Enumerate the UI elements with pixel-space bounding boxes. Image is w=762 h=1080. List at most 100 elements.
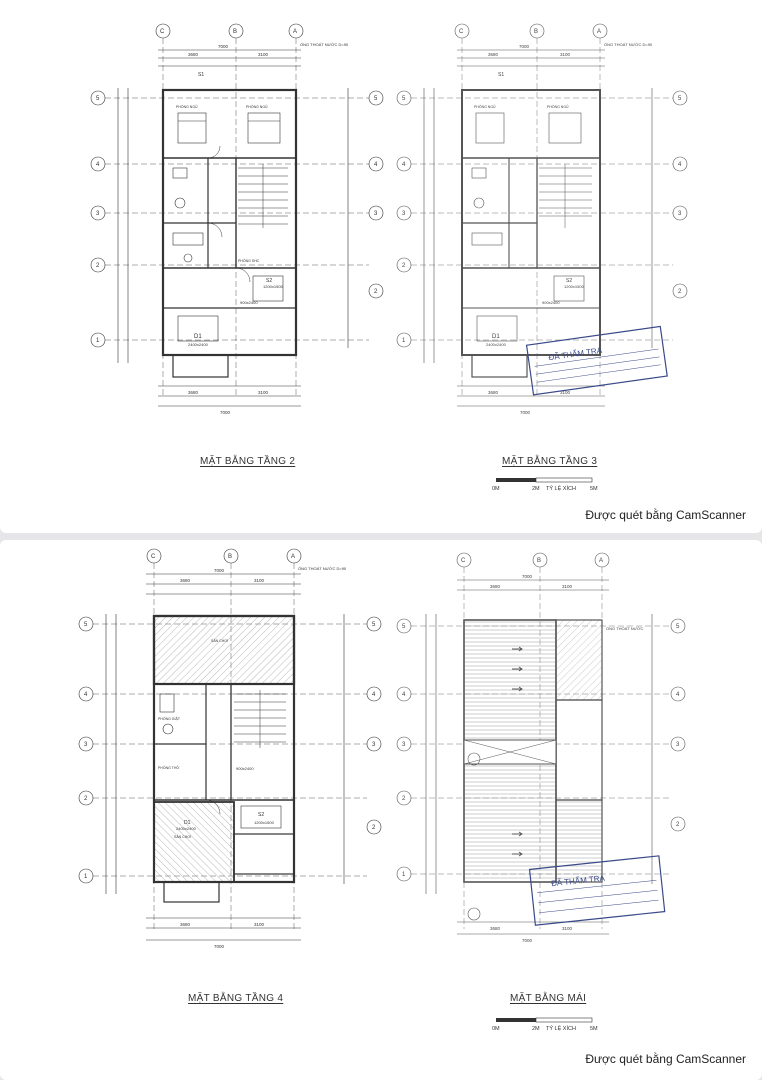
floor-plan-drawing: ĐÃ THẨM TRA C B A 5 4 3 2 1 5 4 3 2 7000… (396, 23, 688, 415)
grid-label: 1 (402, 872, 406, 878)
scale-label: TỶ LỆ XÍCH (546, 1026, 576, 1032)
scale-mark: 5M (590, 1026, 598, 1032)
grid-label: 1 (402, 338, 406, 344)
grid-label: C (160, 29, 165, 35)
grid-label: 5 (676, 624, 680, 630)
dimension-text: 1200x1500 (263, 284, 284, 289)
grid-label: 3 (402, 211, 406, 217)
dimension-text: 7000 (522, 574, 533, 579)
dimension-text: 7000 (214, 944, 225, 949)
dimension-text: 7000 (522, 938, 533, 943)
grid-label: 3 (84, 742, 88, 748)
dimension-text: 7000 (519, 44, 530, 49)
grid-label: 4 (678, 162, 682, 168)
room-label: S1 (498, 72, 504, 78)
plan-title: MẶT BẰNG MÁI (510, 993, 587, 1004)
note-text: ỐNG THOÁT NƯỚC D=90 (300, 42, 349, 47)
dimension-text: 7000 (218, 44, 229, 49)
grid-label: 5 (96, 96, 100, 102)
grid-label: B (228, 554, 232, 560)
scanned-sheet-1: C B A 5 4 3 2 1 5 4 3 2 7000 3680 3100 3… (0, 0, 762, 533)
dimension-text: 900x2400 (240, 300, 258, 305)
room-label: SÂN CHƠI (211, 639, 228, 643)
dimension-text: 3680 (180, 922, 191, 927)
grid-label: C (459, 29, 464, 35)
grid-label: 3 (678, 211, 682, 217)
scanned-sheet-2: C B A 5 4 3 2 1 5 4 3 2 7000 3680 3100 3… (0, 540, 762, 1080)
approval-stamp: ĐÃ THẨM TRA (525, 325, 668, 396)
plan-title: MẶT BẰNG TẦNG 2 (200, 456, 296, 467)
floor-plan-drawing: C B A 5 4 3 2 1 5 4 3 2 7000 3680 3100 3… (90, 23, 384, 415)
dimension-text: 3680 (180, 578, 191, 583)
dimension-text: 900x2400 (542, 300, 560, 305)
dimension-text: 900x2400 (236, 766, 254, 771)
room-label: D1 (492, 334, 500, 340)
dimension-text: 7000 (520, 410, 531, 415)
room-label: PHÒNG NGỦ (176, 104, 198, 109)
grid-label: B (537, 558, 541, 564)
scale-bar-graphic (496, 1017, 593, 1023)
scale-mark: 2M (532, 486, 540, 492)
grid-label: 4 (402, 692, 406, 698)
scanner-watermark: Được quét bằng CamScanner (585, 1052, 746, 1066)
grid-label: 4 (96, 162, 100, 168)
grid-label: C (461, 558, 466, 564)
dimension-text: 7000 (214, 568, 225, 573)
room-label: S2 (266, 278, 272, 284)
room-label: PHÒNG GIẶT (158, 716, 181, 721)
grid-label: 2 (374, 289, 378, 295)
grid-label: 3 (676, 742, 680, 748)
grid-label: 5 (402, 624, 406, 630)
scale-mark: 2M (532, 1026, 540, 1032)
dimension-text: 3680 (188, 52, 199, 57)
dimension-text: 3680 (488, 390, 499, 395)
dimension-text: 3100 (254, 922, 265, 927)
floor-plan-level-3: ĐÃ THẨM TRA C B A 5 4 3 2 1 5 4 3 2 7000… (394, 18, 694, 418)
scanner-watermark: Được quét bằng CamScanner (585, 508, 746, 522)
dimension-text: 3100 (258, 52, 269, 57)
grid-label: 2 (402, 796, 406, 802)
floor-plan-drawing: C B A 5 4 3 2 1 5 4 3 2 7000 3680 3100 3… (78, 548, 382, 949)
room-label: S1 (198, 72, 204, 78)
room-label: S2 (258, 812, 264, 818)
grid-label: 4 (374, 162, 378, 168)
grid-label: 4 (372, 692, 376, 698)
dimension-text: 2400x2400 (176, 826, 197, 831)
dimension-text: 3680 (188, 390, 199, 395)
grid-label: C (151, 554, 156, 560)
room-label: PHÒNG NGỦ (246, 104, 268, 109)
dimension-text: 3100 (562, 926, 573, 931)
grid-label: 3 (402, 742, 406, 748)
grid-label: 3 (372, 742, 376, 748)
grid-label: 2 (96, 263, 100, 269)
grid-label: A (291, 554, 295, 560)
grid-label: 5 (84, 622, 88, 628)
scale-mark: 0M (492, 1026, 500, 1032)
scale-bar-graphic (496, 477, 593, 483)
dimension-text: 3680 (490, 926, 501, 931)
dimension-text: 2400x2400 (486, 342, 507, 347)
dimension-text: 1200x1500 (564, 284, 585, 289)
grid-label: A (293, 29, 297, 35)
room-label: PHÒNG THỜ (158, 765, 179, 770)
grid-label: A (599, 558, 603, 564)
floor-plan-level-4: C B A 5 4 3 2 1 5 4 3 2 7000 3680 3100 3… (76, 544, 386, 952)
plan-title: MẶT BẰNG TẦNG 3 (502, 456, 598, 467)
dimension-text: 7000 (220, 410, 231, 415)
grid-label: 4 (402, 162, 406, 168)
scale-bar: 0M 2M 5M TỶ LỆ XÍCH (492, 474, 612, 502)
roof-plan: ĐÃ THẨM TRA C B A 5 4 3 2 1 5 4 3 2 7000… (392, 544, 692, 952)
scale-bar: 0M 2M 5M TỶ LỆ XÍCH (492, 1014, 612, 1042)
room-label: D1 (184, 820, 191, 826)
dimension-text: 3100 (254, 578, 265, 583)
scale-label: TỶ LỆ XÍCH (546, 486, 576, 492)
dimension-text: 2400x2400 (188, 342, 209, 347)
dimension-text: 3100 (562, 584, 573, 589)
grid-label: 3 (374, 211, 378, 217)
grid-label: 1 (96, 338, 100, 344)
plan-title: MẶT BẰNG TẦNG 4 (188, 993, 284, 1004)
grid-label: 5 (402, 96, 406, 102)
grid-label: 5 (372, 622, 376, 628)
room-label: S2 (566, 278, 572, 284)
dimension-text: 3100 (560, 52, 571, 57)
